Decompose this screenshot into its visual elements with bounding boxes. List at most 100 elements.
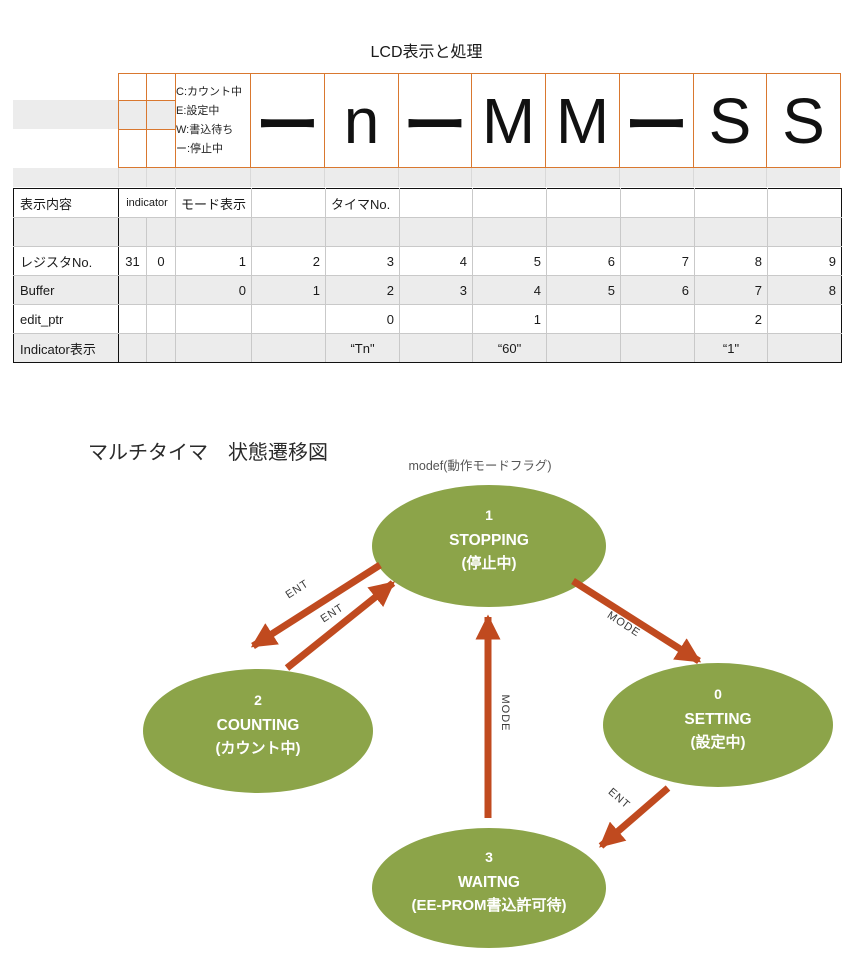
lcd-legend: C:カウント中 E:設定中 W:書込待ち ー:停止中 <box>175 73 251 168</box>
table-cell: 2 <box>325 275 401 305</box>
lcd-char-cell: ー <box>250 73 325 168</box>
table-cell <box>251 217 327 247</box>
table-cell <box>767 188 843 218</box>
edge-label-ent-3: ENT <box>606 786 633 811</box>
table-cell <box>251 188 327 218</box>
table-cell: “60" <box>472 333 548 363</box>
lcd-char-cell: M <box>471 73 546 168</box>
state-setting-ja: (設定中) <box>691 733 746 751</box>
table-cell: モード表示 <box>174 188 253 218</box>
table-cell: “1" <box>694 333 769 363</box>
state-stopping-ja: (停止中) <box>462 554 517 572</box>
edge-stopping-to-setting <box>571 578 702 664</box>
edge-stopping-to-counting <box>250 562 382 649</box>
table-cell: 0 <box>146 246 176 276</box>
lcd-flag-cell <box>118 129 147 168</box>
table-cell: 31 <box>118 246 147 276</box>
table-cell <box>546 333 622 363</box>
table-cell <box>325 217 401 247</box>
diagram-title: マルチタイマ 状態遷移図 <box>88 442 328 464</box>
table-cell <box>694 217 769 247</box>
state-setting-num: 0 <box>714 686 722 702</box>
table-cell <box>146 275 176 305</box>
table-cell: 9 <box>767 246 843 276</box>
table-cell: 1 <box>472 304 548 334</box>
state-setting <box>603 663 833 787</box>
state-waitng <box>372 828 606 948</box>
table-cell <box>546 217 622 247</box>
table-cell: 3 <box>399 275 474 305</box>
row-label <box>13 217 119 247</box>
gray-highlight-block <box>13 100 118 129</box>
state-setting-name: SETTING <box>684 711 751 728</box>
lcd-char-cell: M <box>545 73 620 168</box>
legend-line: ー:停止中 <box>176 142 224 155</box>
row-label: 表示内容 <box>13 188 119 218</box>
lcd-flag-cell <box>118 100 147 130</box>
row-label: Buffer <box>13 275 119 305</box>
lcd-char-cell: ー <box>619 73 694 168</box>
state-stopping <box>372 485 606 607</box>
table-cell: 8 <box>767 275 843 305</box>
table-cell: 8 <box>694 246 769 276</box>
table-cell <box>118 333 147 363</box>
table-cell <box>146 333 176 363</box>
table-cell: 5 <box>546 275 622 305</box>
row-label: edit_ptr <box>13 304 119 334</box>
table-cell <box>767 304 843 334</box>
table-cell: 7 <box>694 275 769 305</box>
state-waitng-num: 3 <box>485 849 493 865</box>
gray-band <box>13 168 840 187</box>
state-waitng-name: WAITNG <box>458 874 520 891</box>
state-stopping-name: STOPPING <box>449 532 529 549</box>
state-stopping-num: 1 <box>485 507 493 523</box>
lcd-char-cell: S <box>693 73 767 168</box>
table-cell <box>174 304 253 334</box>
edge-label-ent-1: ENT <box>284 578 312 602</box>
table-cell <box>546 304 622 334</box>
row-label: Indicator表示 <box>13 333 119 363</box>
table-cell <box>620 188 696 218</box>
table-cell: 5 <box>472 246 548 276</box>
lcd-char-cell: S <box>766 73 841 168</box>
edge-counting-to-stopping <box>284 580 396 671</box>
table-cell: 2 <box>694 304 769 334</box>
modef-flag-label: modef(動作モードフラグ) <box>408 459 551 473</box>
table-cell <box>146 304 176 334</box>
table-cell <box>620 333 696 363</box>
table-cell: 1 <box>174 246 253 276</box>
state-counting-num: 2 <box>254 692 262 708</box>
table-cell <box>251 333 327 363</box>
table-cell <box>251 304 327 334</box>
table-cell: 1 <box>251 275 327 305</box>
state-waitng-ja: (EE-PROM書込許可待) <box>412 896 567 914</box>
lcd-detail-table: 表示内容 indicator モード表示 タイマNo. <box>13 188 843 363</box>
lcd-grid: C:カウント中 E:設定中 W:書込待ち ー:停止中 ー n ー M M ー S… <box>118 73 841 168</box>
table-cell <box>694 188 769 218</box>
state-counting <box>143 669 373 793</box>
lcd-char-cell: ー <box>398 73 472 168</box>
table-cell <box>620 304 696 334</box>
table-cell: 0 <box>325 304 401 334</box>
table-cell: 4 <box>399 246 474 276</box>
table-cell <box>399 217 474 247</box>
edge-label-mode-2: MODE <box>499 695 511 732</box>
table-cell <box>174 333 253 363</box>
table-cell <box>399 333 474 363</box>
table-cell <box>767 217 843 247</box>
table-cell: indicator <box>118 188 176 218</box>
table-cell: 0 <box>174 275 253 305</box>
table-cell: 2 <box>251 246 327 276</box>
legend-line: W:書込待ち <box>176 123 234 136</box>
lcd-flag-cell <box>146 73 176 101</box>
table-cell <box>118 275 147 305</box>
table-cell: 6 <box>620 275 696 305</box>
lcd-flag-cell <box>118 73 147 101</box>
table-cell: 3 <box>325 246 401 276</box>
table-cell <box>472 217 548 247</box>
table-cell <box>399 188 474 218</box>
table-cell <box>472 188 548 218</box>
table-cell: 6 <box>546 246 622 276</box>
lcd-char-cell: n <box>324 73 399 168</box>
